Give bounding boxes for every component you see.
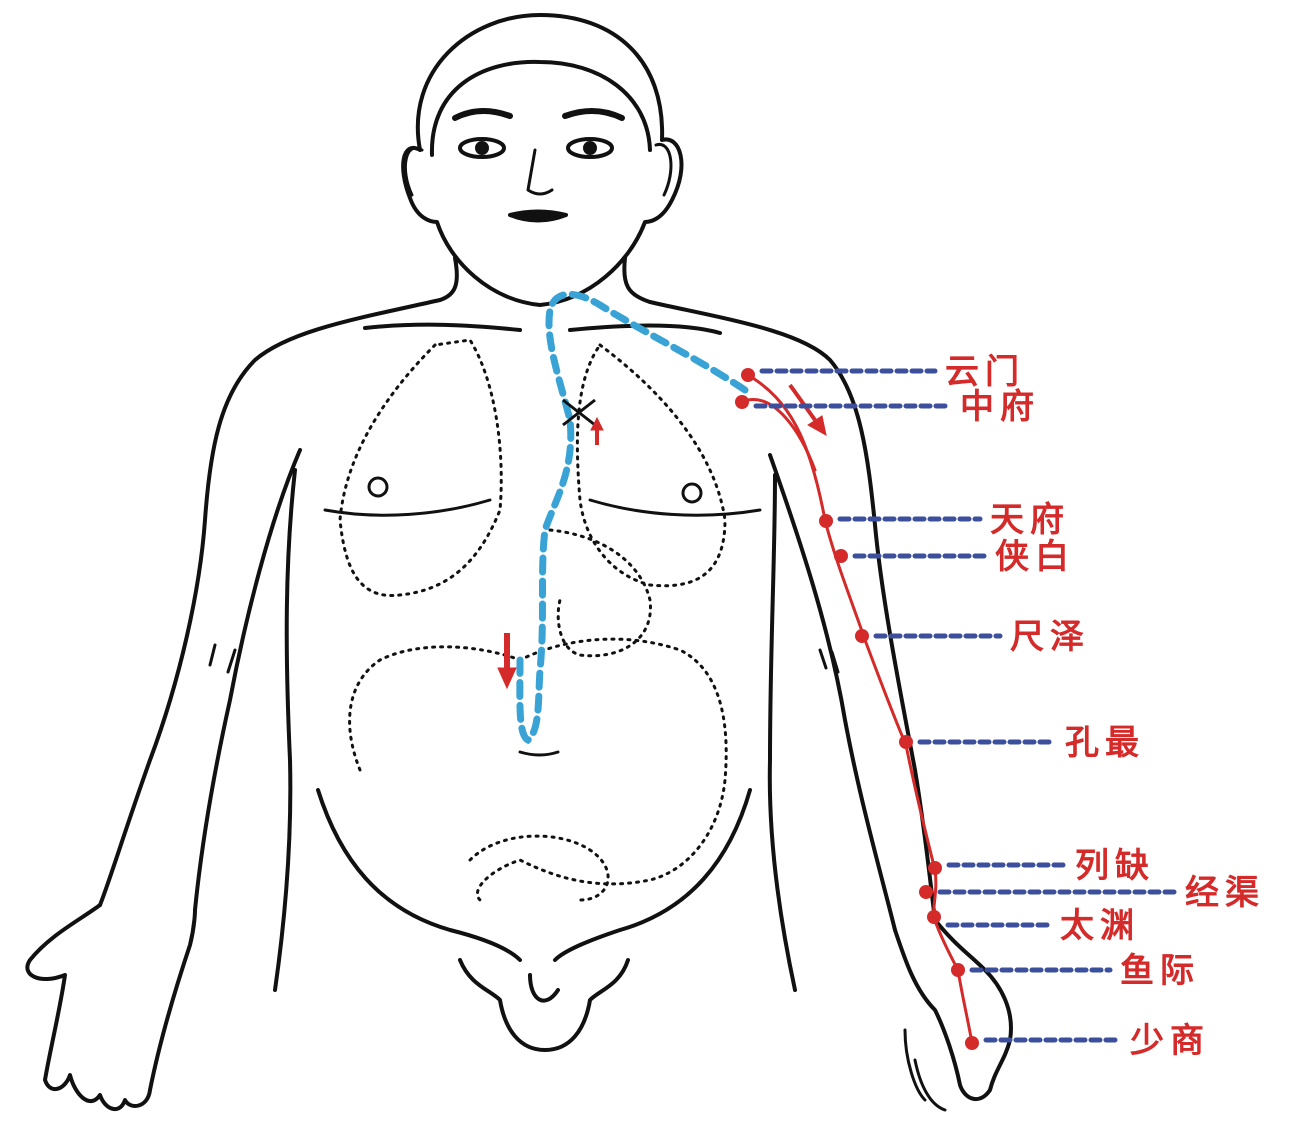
acupoint-label-yunmen: 云门	[945, 352, 1025, 392]
internal-organs	[340, 340, 726, 900]
acupoint-dot-tianfu	[819, 514, 833, 528]
right-ear	[656, 144, 671, 195]
right-fingers	[905, 1030, 945, 1110]
acupoint-label-xiabai: 侠白	[995, 537, 1075, 577]
acupoint-label-tianfu: 天府	[990, 500, 1070, 540]
acupoint-label-taiyuan: 太渊	[1060, 906, 1140, 946]
left-lung	[340, 340, 501, 596]
mouth	[510, 212, 566, 221]
intestine	[470, 836, 608, 900]
left-hand	[27, 905, 195, 1109]
left-inner-arm	[195, 450, 300, 910]
left-nipple	[369, 478, 387, 496]
groin-inner	[530, 975, 558, 1001]
acupoint-label-kongzui: 孔最	[1065, 723, 1145, 763]
acupoint-label-lieque: 列缺	[1075, 846, 1155, 886]
acupoint-dot-taiyuan	[927, 910, 941, 924]
right-lung	[577, 345, 725, 586]
navel	[520, 752, 558, 755]
right-nipple	[683, 484, 701, 502]
acupoint-dot-shaoshang	[965, 1036, 979, 1050]
left-eyebrow	[455, 111, 510, 118]
left-ear	[405, 148, 422, 195]
groin	[460, 960, 628, 1050]
left-pupil	[477, 143, 487, 153]
right-pupil	[585, 143, 595, 153]
acupoint-label-jingqu: 经渠	[1185, 873, 1265, 913]
acupoint-dot-kongzui	[899, 735, 913, 749]
acupoint-label-chize: 尺泽	[1010, 617, 1090, 657]
left-clavicle	[365, 325, 520, 330]
left-shoulder-arm	[100, 300, 440, 905]
body-outline	[27, 15, 1011, 1110]
right-shoulder-arm	[650, 302, 935, 920]
acupoint-dot-chize	[855, 629, 869, 643]
acupoint-dot-xiabai	[834, 549, 848, 563]
lung-meridian	[748, 375, 972, 1043]
acupoint-dot-yunmen	[741, 368, 755, 382]
acupoint-dot-zhongfu	[735, 395, 749, 409]
nose	[528, 150, 552, 194]
right-torso-side	[770, 475, 795, 990]
left-elbow-mark	[210, 645, 235, 672]
neck-right	[624, 258, 650, 302]
abdomen-lower	[318, 790, 750, 960]
acupoint-dot-jingqu	[919, 885, 933, 899]
acupoint-label-shaoshang: 少商	[1130, 1021, 1210, 1061]
neck-left	[440, 258, 457, 300]
left-torso-side	[275, 470, 295, 990]
right-eyebrow	[565, 111, 622, 118]
acupoint-label-yuji: 鱼际	[1120, 951, 1200, 991]
internal-meridian-path	[520, 294, 745, 740]
acupoint-label-zhongfu: 中府	[960, 387, 1040, 427]
acupoint-dot-yuji	[951, 963, 965, 977]
stomach	[550, 530, 650, 656]
acupoint-dot-lieque	[928, 861, 942, 875]
head-outline	[403, 15, 681, 305]
